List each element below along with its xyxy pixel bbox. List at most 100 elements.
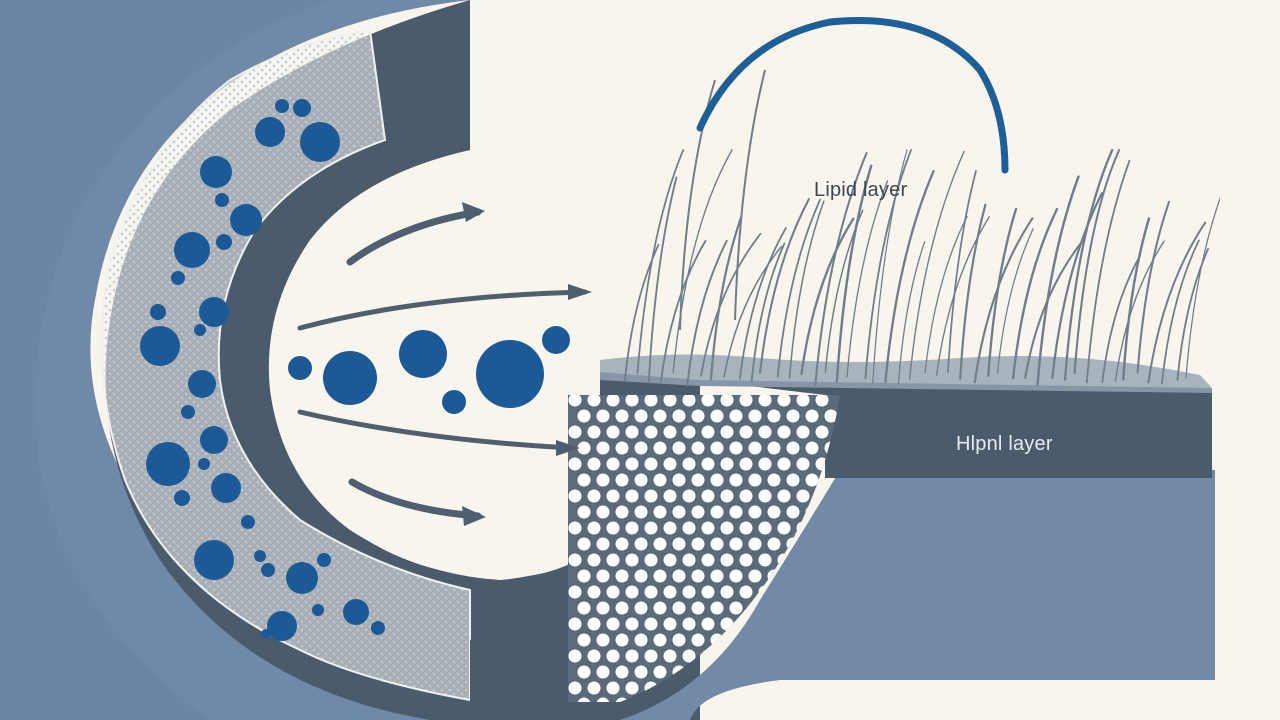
white-dot (606, 395, 620, 407)
white-dot (672, 441, 686, 455)
white-dot (691, 569, 705, 583)
white-dot (644, 649, 658, 663)
white-dot (568, 457, 582, 471)
white-dot (596, 569, 610, 583)
white-dot (672, 473, 686, 487)
droplet-icon (174, 232, 210, 268)
white-dot (587, 617, 601, 631)
white-dot (729, 441, 743, 455)
white-dot (682, 617, 696, 631)
droplet-icon (241, 515, 255, 529)
white-dot (786, 505, 800, 519)
white-dot (748, 473, 762, 487)
white-dot (596, 601, 610, 615)
white-dot (577, 633, 591, 647)
white-dot (824, 409, 838, 423)
white-dot (587, 395, 601, 407)
white-dot (815, 395, 829, 407)
droplet-icon (442, 390, 466, 414)
white-dot (596, 441, 610, 455)
hair-strand (987, 207, 1018, 377)
white-dot (691, 473, 705, 487)
arrow-head (462, 202, 485, 222)
hair-strand (734, 69, 766, 321)
white-dot (672, 505, 686, 519)
white-dot (577, 409, 591, 423)
white-dot (758, 425, 772, 439)
white-dot (568, 585, 582, 599)
white-dot (701, 649, 715, 663)
white-dot (729, 473, 743, 487)
white-dot (710, 409, 724, 423)
white-dot (615, 601, 629, 615)
white-dot (796, 425, 810, 439)
hair-strand (1011, 207, 1059, 380)
white-dot (729, 537, 743, 551)
hair-strand (1136, 200, 1171, 374)
white-dot (796, 395, 810, 407)
hair-strand (1185, 196, 1220, 379)
white-dot (663, 521, 677, 535)
white-dot (691, 505, 705, 519)
hair-strand (924, 215, 968, 374)
white-dot (653, 473, 667, 487)
white-dot (720, 425, 734, 439)
droplet-icon (286, 562, 318, 594)
white-dot (701, 553, 715, 567)
white-dot (739, 521, 753, 535)
white-dot (577, 505, 591, 519)
droplet-icon (343, 599, 369, 625)
hair-strand (1161, 239, 1200, 385)
droplet-icon (399, 330, 447, 378)
arrow-heads (462, 202, 592, 526)
white-dot (739, 553, 753, 567)
white-dot (615, 473, 629, 487)
white-dot (644, 521, 658, 535)
white-dot (653, 569, 667, 583)
white-dot (568, 617, 582, 631)
white-dot (691, 633, 705, 647)
blue-arc (696, 17, 1009, 174)
hair-strand (700, 232, 762, 377)
hair-fibers (624, 69, 1220, 387)
white-dot (777, 489, 791, 503)
white-dot (710, 601, 724, 615)
white-dot (691, 601, 705, 615)
white-dot (824, 697, 838, 702)
white-dot (758, 521, 772, 535)
white-dot (653, 665, 667, 679)
hair-strand (1114, 240, 1165, 382)
hair-strand (758, 198, 810, 374)
white-dot (587, 489, 601, 503)
white-dot (701, 617, 715, 631)
arrow-icon (297, 289, 588, 331)
white-dot (710, 697, 724, 702)
white-dot (720, 553, 734, 567)
arrow-icon (346, 208, 482, 266)
white-dot (701, 489, 715, 503)
droplet-icon (317, 553, 331, 567)
white-dot (748, 537, 762, 551)
white-dot (748, 569, 762, 583)
white-dot (748, 697, 762, 702)
white-dot (777, 521, 791, 535)
white-dot (634, 601, 648, 615)
white-dot (587, 457, 601, 471)
droplet-icon (194, 540, 234, 580)
hair-strand (788, 200, 825, 380)
droplet-icon (216, 234, 232, 250)
white-dot (710, 473, 724, 487)
white-dot (625, 585, 639, 599)
white-dot (710, 505, 724, 519)
hair-strand (686, 239, 728, 387)
white-dot (663, 457, 677, 471)
white-dot (577, 441, 591, 455)
hair-strand (835, 164, 873, 383)
white-dot (748, 441, 762, 455)
white-dot (672, 537, 686, 551)
white-dot (767, 697, 781, 702)
white-dot (568, 649, 582, 663)
droplet-icon (254, 550, 266, 562)
